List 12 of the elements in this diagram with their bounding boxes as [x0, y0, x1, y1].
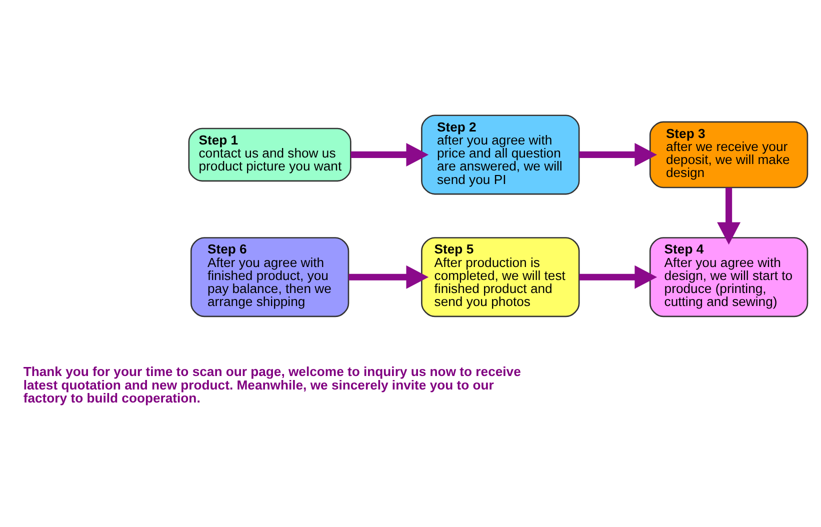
arrow [348, 264, 429, 288]
arrow [579, 264, 658, 288]
node-box: Step 1 contact us and show us product picture you want [188, 127, 352, 182]
node-box: Step 6 After you agree with finished product, you pay balance, then we arrange shipping [190, 236, 350, 317]
arrow [717, 187, 741, 244]
node-box: Step 4 After you agree with design, we will start to produce (printing, cutting and sewing) [649, 236, 808, 317]
node-box: Step 2 after you agree with price and all question are answered, we will send you PI [421, 114, 580, 194]
arrow [579, 142, 658, 166]
node-box: Step 3 after we receive your deposit, we will make design [649, 120, 808, 188]
label: Thank you for your time to scan our page, welcome to inquiry us now to receive latest quotation and new product. Meanwhile, we sincerely invite you to our factory to build cooperation. [23, 364, 521, 405]
node-box: Step 5 After production is completed, we will test finished product and send you photos [421, 236, 580, 317]
arrow [350, 142, 429, 166]
